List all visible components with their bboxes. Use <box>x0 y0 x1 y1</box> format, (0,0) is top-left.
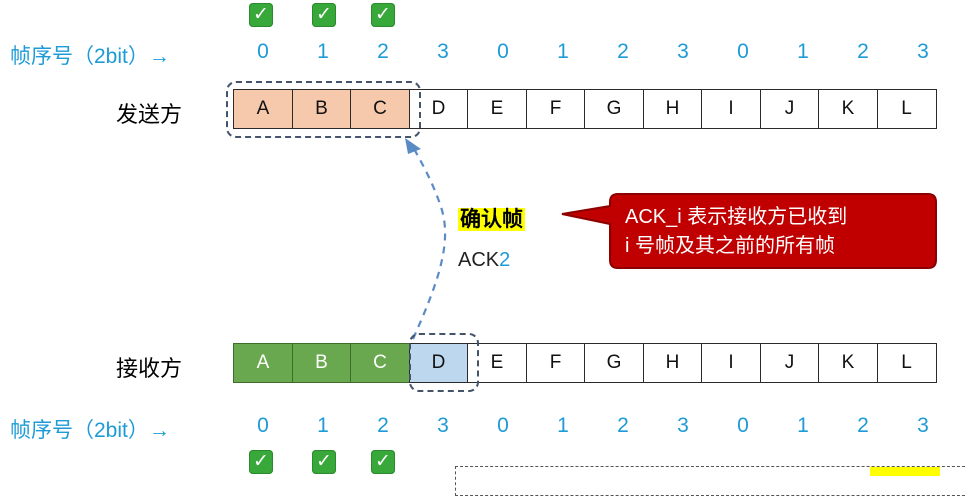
seq-number: 1 <box>317 40 329 63</box>
check-icon: ✓ <box>312 450 336 474</box>
frame-cell: D <box>408 343 469 383</box>
receiver-label: 接收方 <box>116 356 183 381</box>
frame-cell: G <box>584 343 644 383</box>
seq-label-bottom: 帧序号（2bit）→ <box>10 419 170 442</box>
frame-cell: H <box>642 343 703 383</box>
seq-number: 1 <box>557 414 569 437</box>
seq-number: 1 <box>797 40 809 63</box>
receiver-frames: A B C D E F G H I J K L <box>233 343 937 383</box>
check-icon: ✓ <box>371 3 395 27</box>
seq-number: 0 <box>737 40 749 63</box>
sender-window <box>226 81 421 138</box>
frame-cell: F <box>525 343 586 383</box>
frame-cell: K <box>818 343 878 383</box>
seq-number: 2 <box>857 414 869 437</box>
callout-line-1: ACK_i 表示接收方已收到 <box>625 206 848 228</box>
seq-number: 2 <box>377 414 389 437</box>
ack-title-text: 确认帧 <box>458 208 525 231</box>
seq-number: 2 <box>617 414 629 437</box>
seq-number: 0 <box>737 414 749 437</box>
frame-cell: I <box>701 343 761 383</box>
frame-cell: A <box>233 343 293 383</box>
frame-cell: J <box>759 89 820 129</box>
frame-cell: B <box>291 89 352 129</box>
seq-number: 1 <box>797 414 809 437</box>
frame-cell: F <box>525 89 586 129</box>
seq-number: 1 <box>317 414 329 437</box>
callout-line-2: i 号帧及其之前的所有帧 <box>625 235 835 257</box>
seq-number: 0 <box>497 40 509 63</box>
ack-arrow <box>405 138 447 340</box>
sender-label: 发送方 <box>116 102 183 127</box>
check-icon: ✓ <box>371 450 395 474</box>
check-icon: ✓ <box>249 450 273 474</box>
seq-number: 3 <box>917 414 929 437</box>
callout-shape <box>561 193 937 269</box>
seq-number: 3 <box>677 414 689 437</box>
frame-cell: A <box>233 89 293 129</box>
frame-cell: J <box>759 343 820 383</box>
seq-number: 1 <box>557 40 569 63</box>
seq-numbers-top: 0 1 2 3 0 1 2 3 0 1 2 3 <box>233 40 953 64</box>
frame-cell: B <box>291 343 352 383</box>
seq-number: 0 <box>257 40 269 63</box>
frame-cell: E <box>467 89 527 129</box>
note-highlight <box>870 467 940 476</box>
seq-number: 2 <box>377 40 389 63</box>
check-icon: ✓ <box>249 3 273 27</box>
frame-cell: G <box>584 89 644 129</box>
frame-cell: L <box>876 89 937 129</box>
frame-cell: L <box>876 343 937 383</box>
frame-cell: K <box>818 89 878 129</box>
seq-numbers-bottom: 0 1 2 3 0 1 2 3 0 1 2 3 <box>233 414 953 438</box>
receiver-window <box>409 333 479 392</box>
seq-number: 3 <box>917 40 929 63</box>
frame-cell: I <box>701 89 761 129</box>
ack-title: 确认帧 <box>458 203 525 233</box>
sender-frames: A B C D E F G H I J K L <box>233 89 937 129</box>
check-icon: ✓ <box>312 3 336 27</box>
frame-cell: C <box>350 343 410 383</box>
ack-frame-label: ACK2 <box>458 249 510 272</box>
frame-cell: H <box>642 89 703 129</box>
callout-text: ACK_i 表示接收方已收到 i 号帧及其之前的所有帧 <box>625 203 925 261</box>
seq-number: 3 <box>677 40 689 63</box>
seq-label-top: 帧序号（2bit）→ <box>10 45 170 68</box>
seq-number: 3 <box>437 414 449 437</box>
ack-number: 2 <box>499 249 511 271</box>
seq-number: 2 <box>617 40 629 63</box>
ack-prefix: ACK <box>458 249 500 271</box>
seq-number: 0 <box>257 414 269 437</box>
frame-cell: C <box>350 89 410 129</box>
seq-number: 0 <box>497 414 509 437</box>
seq-number: 2 <box>857 40 869 63</box>
seq-number: 3 <box>437 40 449 63</box>
